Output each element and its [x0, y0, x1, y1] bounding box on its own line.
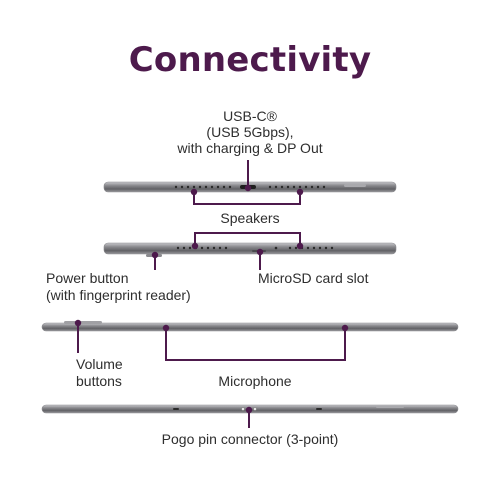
microsd-label: MicroSD card slot: [258, 270, 369, 286]
microphone-label: Microphone: [218, 373, 292, 389]
volume-label-line2: buttons: [76, 373, 122, 389]
power-button-label-line2: (with fingerprint reader): [46, 287, 191, 303]
tablet-edge-speakers: [103, 242, 397, 257]
callout-dots: [74, 184, 349, 414]
speaker-grille-top-left: [176, 246, 228, 250]
usbc-label-line2: (USB 5Gbps),: [206, 124, 294, 140]
volume-label-line1: Volume: [76, 356, 123, 372]
usbc-label-line3: with charging & DP Out: [177, 140, 323, 156]
callout-lines: [77, 160, 346, 428]
page-title: Connectivity: [128, 40, 372, 80]
power-button-label-line1: Power button: [46, 270, 129, 286]
pogo-pin-label: Pogo pin connector (3-point): [161, 431, 339, 447]
volume-buttons-shape: [64, 321, 102, 324]
usbc-label-line1: USB-C®: [223, 108, 277, 124]
speaker-grille-left: [174, 185, 232, 189]
speaker-grille-right: [268, 185, 326, 189]
speakers-label: Speakers: [220, 210, 280, 226]
tablet-edge-volume: [41, 321, 459, 332]
